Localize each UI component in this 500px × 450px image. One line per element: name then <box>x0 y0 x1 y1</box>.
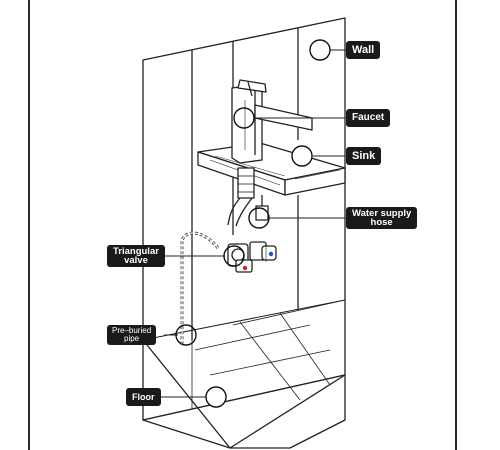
hot-handle-icon <box>242 265 248 271</box>
faucet-label: Faucet <box>346 109 391 127</box>
wall-callout-circle-icon <box>309 39 331 61</box>
triangular-valve-label-line1: Triangular <box>113 245 159 257</box>
sink-callout-circle-icon <box>291 145 313 167</box>
floor-plane <box>142 312 346 449</box>
floor-callout-circle-icon <box>205 386 227 408</box>
left-frame-border <box>28 0 30 450</box>
faucet-drawing <box>231 79 313 164</box>
water-supply-hose-label-line2: hose <box>370 217 393 228</box>
pre-buried-pipe-label-line2: pipe <box>124 334 140 343</box>
cold-handle-icon <box>268 251 274 257</box>
triangular-valve-label-line2: valve <box>124 255 148 266</box>
triangular-valve-label: Triangular valve <box>107 245 165 267</box>
pre-buried-pipe-label-line1: Pre–buried <box>112 326 152 335</box>
wall-panel <box>142 17 346 421</box>
valve-callout-circle-icon <box>223 245 245 267</box>
water-supply-hose-label-line1: Water supply <box>352 207 412 219</box>
faucet-callout-circle-icon <box>233 107 255 129</box>
faucet-label-text: Faucet <box>352 112 385 123</box>
floor-label: Floor <box>126 388 161 406</box>
pipe-callout-circle-icon <box>175 324 197 346</box>
wall-label: Wall <box>346 41 381 59</box>
floor-label-text: Floor <box>132 391 155 402</box>
hose-callout-circle-icon <box>248 207 270 229</box>
pre-buried-pipe-drawing <box>180 231 220 345</box>
water-supply-hose-label: Water supply hose <box>346 207 418 229</box>
sink-label-text: Sink <box>352 149 376 162</box>
right-frame-border <box>455 0 457 450</box>
sink-label: Sink <box>346 147 382 165</box>
wall-label-text: Wall <box>352 43 375 56</box>
triangular-valve-drawing <box>227 241 277 273</box>
pre-buried-pipe-label: Pre–buried pipe <box>107 325 157 345</box>
